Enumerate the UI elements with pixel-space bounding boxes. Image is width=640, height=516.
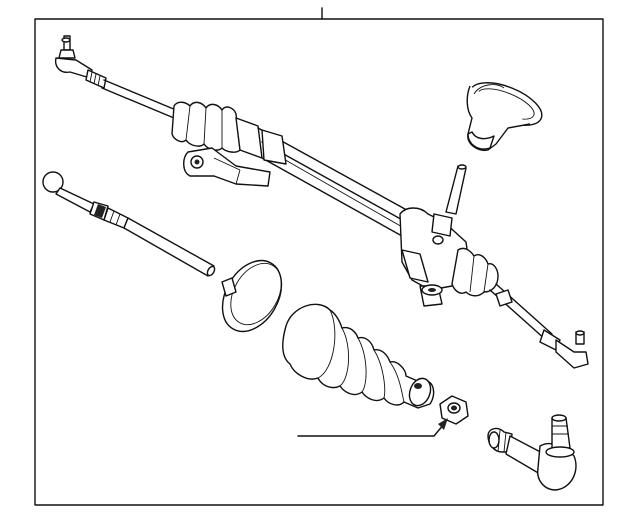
left-bellows [171, 101, 263, 159]
inner-tie-rod[interactable] [42, 171, 216, 277]
callout-leader-nut [297, 418, 448, 437]
mount-bracket-left [183, 147, 271, 187]
tie-rod-end-right-installed [539, 329, 589, 369]
tie-rod-end-right[interactable] [487, 414, 577, 491]
gear-assembly[interactable] [54, 35, 589, 369]
diagram-frame [34, 18, 604, 506]
valve-housing [399, 164, 471, 307]
boot-clamp[interactable] [210, 250, 293, 342]
tie-rod-end-left[interactable] [54, 35, 107, 89]
bellows-boot[interactable] [282, 303, 435, 409]
jam-nut[interactable] [439, 395, 469, 425]
column-boot[interactable] [464, 74, 547, 151]
right-bellows [451, 247, 499, 297]
